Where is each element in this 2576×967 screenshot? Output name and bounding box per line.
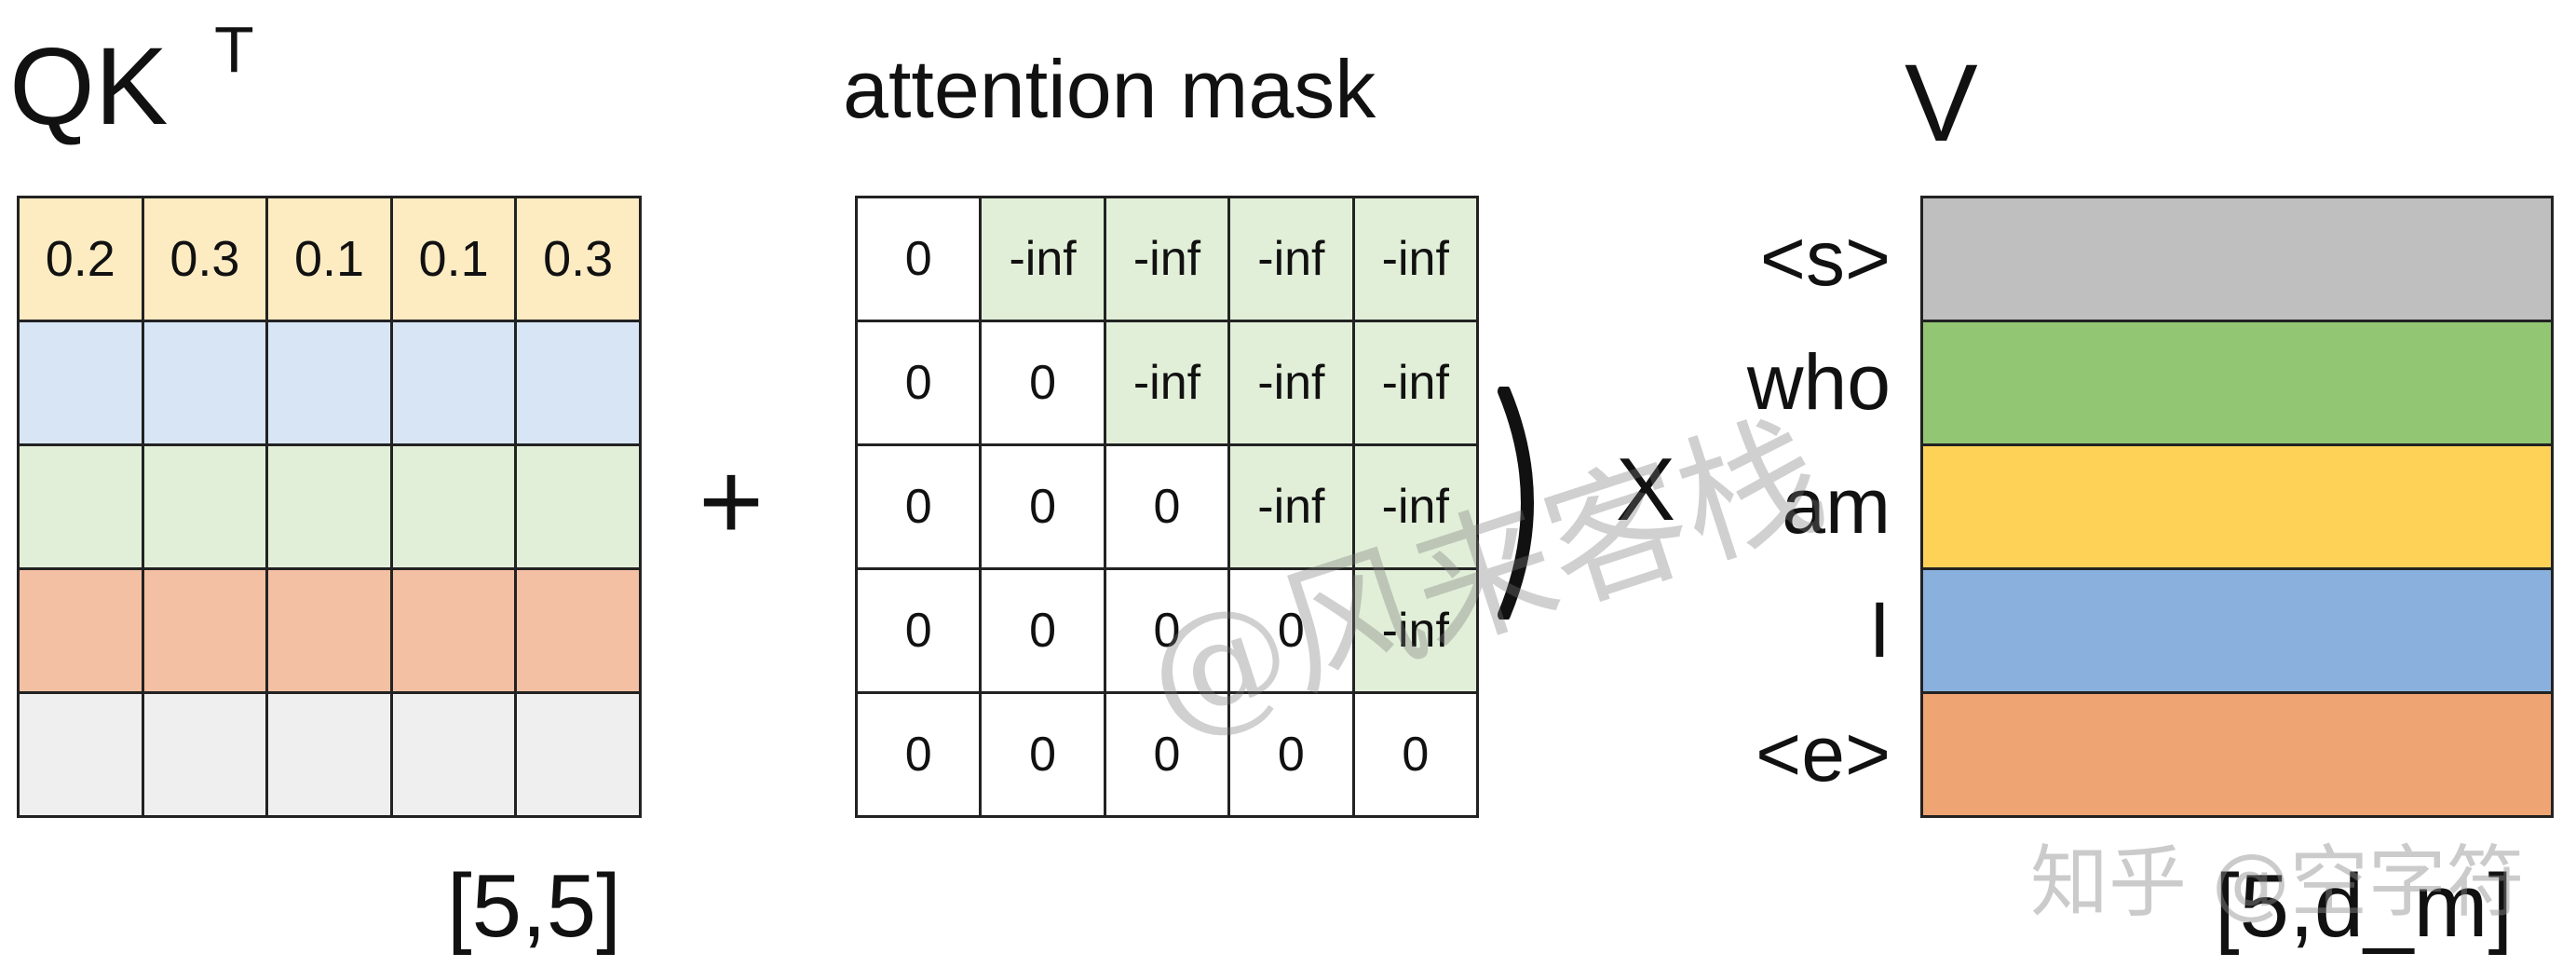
mask-cell: -inf: [1227, 196, 1355, 322]
mask-cell: 0: [979, 320, 1106, 446]
qk-cell: 0.2: [17, 196, 144, 322]
qk-cell: [514, 691, 642, 818]
mask-cell: 0: [855, 691, 983, 818]
qk-cell: [389, 443, 518, 570]
closing-parenthesis-glyph: [1498, 385, 1534, 621]
v-token-label: I: [1868, 585, 1891, 674]
mask-cell: 0: [1351, 691, 1479, 818]
v-token-label: <e>: [1756, 709, 1891, 797]
v-token-label: am: [1782, 461, 1891, 550]
v-row-bar: [1920, 443, 2554, 570]
mask-cell: 0: [979, 567, 1106, 694]
qk-title-superscript: T: [214, 13, 254, 86]
qk-cell: [514, 320, 642, 446]
qk-cell: [141, 320, 269, 446]
v-row-bar: [1920, 691, 2554, 818]
qk-cell: [265, 567, 393, 694]
qk-dimension: [5,5]: [447, 856, 621, 956]
mask-cell: 0: [855, 320, 983, 446]
qk-cell: [141, 691, 269, 818]
mask-title: attention mask: [843, 43, 1376, 135]
v-matrix: [1920, 196, 2554, 818]
v-row-bar: [1920, 567, 2554, 694]
mask-cell: -inf: [1351, 443, 1479, 570]
qk-cell: [389, 691, 518, 818]
qk-cell: [141, 443, 269, 570]
mask-cell: 0: [1227, 691, 1355, 818]
qk-cell: [265, 691, 393, 818]
qk-cell: 0.3: [514, 196, 642, 322]
qk-cell: 0.1: [389, 196, 518, 322]
mask-cell: -inf: [1227, 443, 1355, 570]
mask-cell: 0: [1103, 567, 1231, 694]
v-row-bar: [1920, 320, 2554, 446]
qk-title-main: QK: [9, 25, 169, 148]
qk-cell: [514, 443, 642, 570]
mask-cell: -inf: [1103, 196, 1231, 322]
qk-cell: [265, 443, 393, 570]
qk-cell: [514, 567, 642, 694]
mask-cell: 0: [979, 691, 1106, 818]
mask-cell: 0: [1103, 443, 1231, 570]
mask-cell: 0: [855, 443, 983, 570]
v-title: V: [1905, 42, 1978, 165]
qk-cell: [17, 443, 144, 570]
mask-cell: -inf: [1103, 320, 1231, 446]
mask-cell: -inf: [1351, 196, 1479, 322]
qk-cell: [389, 320, 518, 446]
times-sign: X: [1616, 440, 1676, 539]
mask-cell: -inf: [1351, 567, 1479, 694]
v-token-label: <s>: [1759, 213, 1891, 302]
mask-cell: 0: [855, 196, 983, 322]
mask-cell: -inf: [1351, 320, 1479, 446]
mask-cell: 0: [1103, 691, 1231, 818]
mask-cell: 0: [979, 443, 1106, 570]
v-dimension: [5,d_m]: [2215, 856, 2514, 956]
qk-cell: [265, 320, 393, 446]
qk-cell: 0.3: [141, 196, 269, 322]
qk-title: QK: [9, 32, 169, 142]
plus-sign: +: [698, 439, 765, 564]
qk-cell: [17, 567, 144, 694]
closing-parenthesis: [1485, 385, 1569, 621]
mask-cell: -inf: [979, 196, 1106, 322]
qk-cell: [17, 320, 144, 446]
qk-cell: [17, 691, 144, 818]
mask-cell: 0: [855, 567, 983, 694]
v-row-bar: [1920, 196, 2554, 322]
qk-cell: 0.1: [265, 196, 393, 322]
mask-cell: -inf: [1227, 320, 1355, 446]
qk-cell: [141, 567, 269, 694]
qk-cell: [389, 567, 518, 694]
mask-cell: 0: [1227, 567, 1355, 694]
v-token-label: who: [1746, 337, 1891, 426]
